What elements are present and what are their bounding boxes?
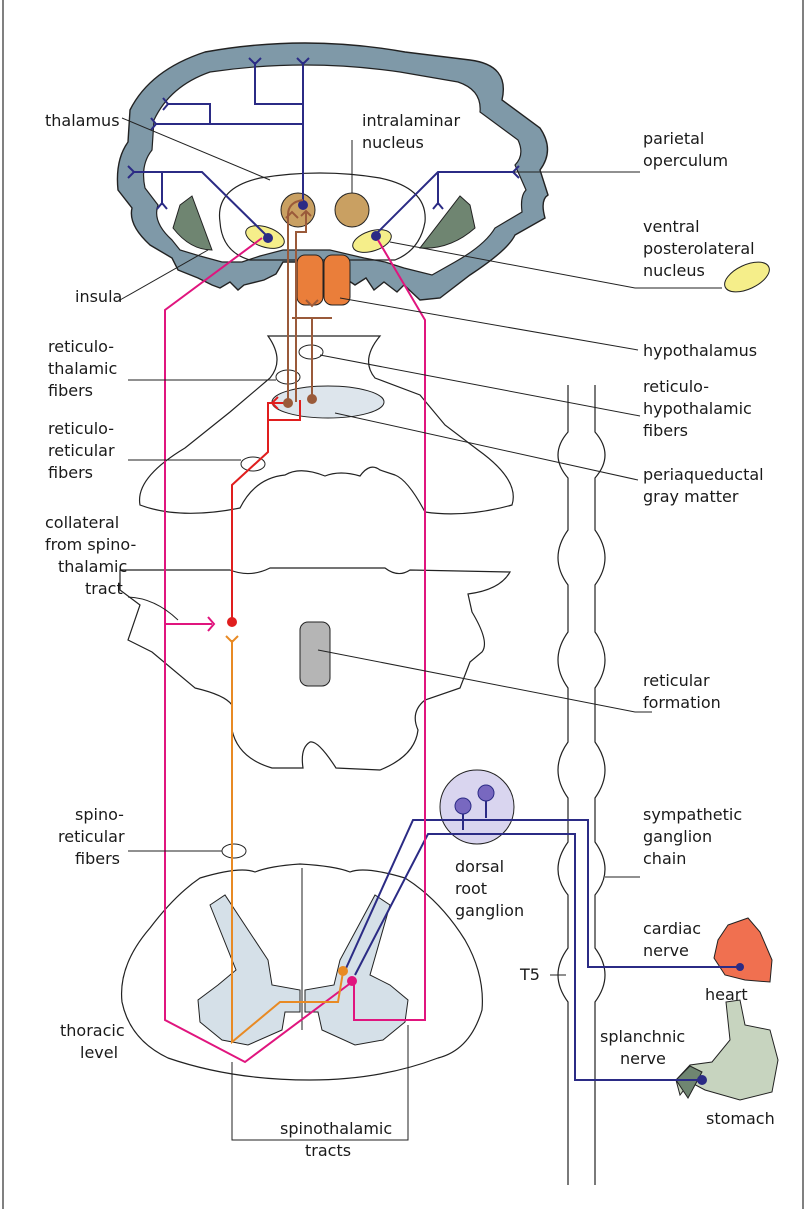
label-sympathetic-2: ganglion xyxy=(643,827,712,846)
label-cardiac-2: nerve xyxy=(643,941,689,960)
reticular-cell xyxy=(227,617,237,627)
heart-shape xyxy=(714,918,772,982)
midbrain-outline xyxy=(140,336,514,514)
label-reticulo-thalamic-3: fibers xyxy=(48,381,93,400)
reticular-cell-hypothalamic xyxy=(307,394,317,404)
label-reticular-formation-1: reticular xyxy=(643,671,710,690)
label-collateral-2: from spino- xyxy=(45,535,136,554)
label-vpl-2: posterolateral xyxy=(643,239,755,258)
label-drg-2: root xyxy=(455,879,487,898)
forebrain-section xyxy=(117,43,548,305)
label-splanchnic-1: splanchnic xyxy=(600,1027,685,1046)
sympathetic-chain-right-edge xyxy=(595,385,605,1185)
label-parietal-1: parietal xyxy=(643,129,704,148)
label-thoracic-1: thoracic xyxy=(60,1021,125,1040)
dorsal-root-ganglion xyxy=(440,770,514,844)
stomach-nerve-ending xyxy=(697,1075,707,1085)
label-periaqueductal-2: gray matter xyxy=(643,487,739,506)
spinal-cord-section xyxy=(122,864,483,1080)
sympathetic-chain xyxy=(558,385,605,1185)
label-reticulo-thalamic-2: thalamic xyxy=(48,359,117,378)
label-sympathetic-1: sympathetic xyxy=(643,805,742,824)
label-vpl-1: ventral xyxy=(643,217,700,236)
label-spino-reticular-3: fibers xyxy=(75,849,120,868)
label-drg-3: ganglion xyxy=(455,901,524,920)
ganglion-cell-2 xyxy=(478,785,494,801)
label-periaqueductal-1: periaqueductal xyxy=(643,465,764,484)
label-collateral-3: thalamic xyxy=(58,557,127,576)
label-parietal-2: operculum xyxy=(643,151,728,170)
label-insula: insula xyxy=(75,287,122,306)
label-reticulo-hypothalamic-1: reticulo- xyxy=(643,377,709,396)
label-t5: T5 xyxy=(519,965,540,984)
label-spinothalamic-1: spinothalamic xyxy=(280,1119,392,1138)
reticular-cell-thalamic xyxy=(283,398,293,408)
label-spino-reticular-1: spino- xyxy=(75,805,124,824)
stomach-organ xyxy=(676,1000,778,1100)
label-intralaminar-1: intralaminar xyxy=(362,111,460,130)
hypothalamus-left xyxy=(297,255,323,305)
label-reticulo-reticular-1: reticulo- xyxy=(48,419,114,438)
label-collateral-4: tract xyxy=(85,579,123,598)
vpl-legend-icon xyxy=(720,256,774,298)
spino-reticular-cell xyxy=(338,966,348,976)
spinothalamic-cell xyxy=(347,976,357,986)
label-sympathetic-3: chain xyxy=(643,849,686,868)
label-drg-1: dorsal xyxy=(455,857,504,876)
label-reticulo-thalamic-1: reticulo- xyxy=(48,337,114,356)
sympathetic-chain-left-edge xyxy=(558,385,568,1185)
hypothalamus-right xyxy=(324,255,350,305)
label-heart: heart xyxy=(705,985,748,1004)
label-spinothalamic-2: tracts xyxy=(305,1141,351,1160)
label-splanchnic-2: nerve xyxy=(620,1049,666,1068)
reticular-formation-shape xyxy=(300,622,330,686)
vpl-cell-right xyxy=(371,231,381,241)
label-reticulo-hypothalamic-3: fibers xyxy=(643,421,688,440)
label-cardiac-1: cardiac xyxy=(643,919,701,938)
label-reticulo-hypothalamic-2: hypothalamic xyxy=(643,399,752,418)
label-thalamus: thalamus xyxy=(45,111,120,130)
intralaminar-nucleus-right xyxy=(335,193,369,227)
midbrain-section xyxy=(140,336,514,514)
intralaminar-nucleus-left xyxy=(281,193,315,227)
vpl-cell-left xyxy=(263,233,273,243)
ganglion-cell-1 xyxy=(455,798,471,814)
label-stomach: stomach xyxy=(706,1109,775,1128)
label-intralaminar-2: nucleus xyxy=(362,133,424,152)
heart-organ xyxy=(714,918,772,982)
heart-nerve-ending xyxy=(736,963,744,971)
label-hypothalamus: hypothalamus xyxy=(643,341,757,360)
label-spino-reticular-2: reticular xyxy=(58,827,125,846)
label-reticulo-reticular-3: fibers xyxy=(48,463,93,482)
label-reticular-formation-2: formation xyxy=(643,693,721,712)
spino-reticular-bundle xyxy=(222,844,246,858)
label-vpl-3: nucleus xyxy=(643,261,705,280)
label-collateral-1: collateral xyxy=(45,513,119,532)
label-reticulo-reticular-2: reticular xyxy=(48,441,115,460)
label-thoracic-2: level xyxy=(80,1043,118,1062)
dorsal-root-ganglion-body xyxy=(440,770,514,844)
leader-hypothalamus xyxy=(340,298,638,350)
